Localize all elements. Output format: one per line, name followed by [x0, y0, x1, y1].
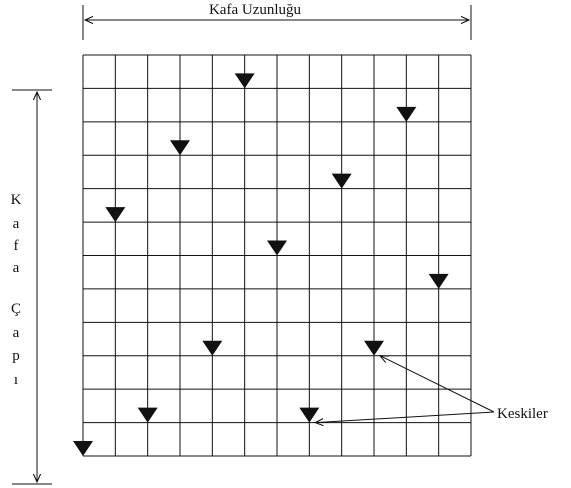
cutter-marker: [73, 441, 93, 456]
callout-label: Keskiler: [497, 406, 548, 422]
diameter-label-letter: a: [13, 260, 20, 276]
diameter-label-letter: a: [13, 325, 20, 341]
cutter-marker: [299, 407, 320, 423]
callout-leader-line: [380, 356, 495, 413]
diameter-label-letter: K: [11, 192, 22, 208]
cutter-marker: [396, 106, 417, 122]
unrolled-head-grid: [82, 54, 472, 457]
cutter-marker: [170, 140, 190, 156]
cutter-marker: [137, 407, 158, 423]
diameter-label-letter: a: [13, 216, 20, 232]
length-label: Kafa Uzunluğu: [209, 2, 302, 18]
diameter-label-backdrop: [7, 190, 29, 386]
cutter-marker: [364, 340, 384, 356]
callout: Keskiler: [315, 356, 548, 423]
cutter-marker: [202, 340, 223, 356]
callout-leaders: [315, 356, 495, 423]
cutter-marker: [331, 173, 352, 189]
diameter-label-letter: p: [12, 348, 20, 364]
diameter-label-letter: f: [14, 238, 19, 254]
cutter-marker: [234, 73, 255, 89]
length-dimension: Kafa Uzunluğu: [82, 2, 472, 40]
cutter-marker: [428, 273, 449, 289]
cutter-markers: [73, 73, 449, 456]
cutter-marker: [267, 240, 287, 256]
callout-leader-line: [315, 411, 495, 423]
cutter-marker: [105, 207, 126, 223]
diameter-label-letter: ı: [14, 372, 18, 388]
diameter-label-letter: Ç: [11, 301, 21, 317]
